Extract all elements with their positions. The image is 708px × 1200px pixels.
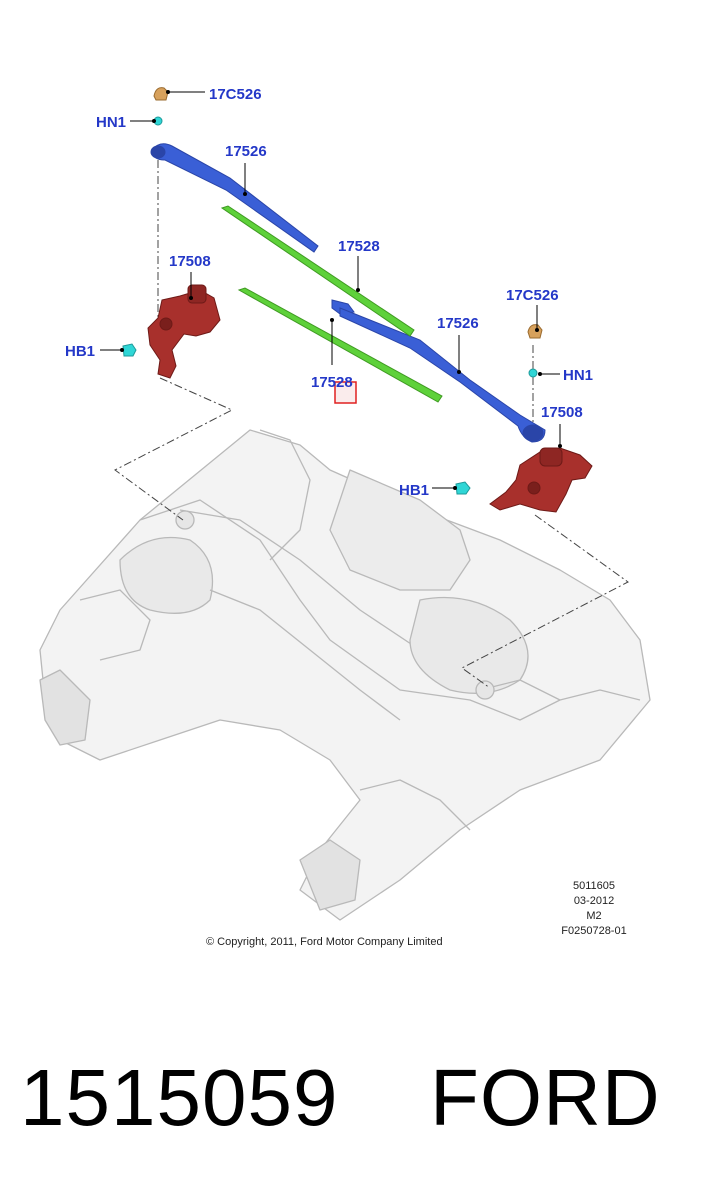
cap-17c526-left	[153, 87, 169, 101]
diagram-meta: 5011605 03-2012 M2 F0250728-01	[552, 879, 636, 939]
leader-dashed-lines	[114, 160, 629, 689]
wiper-arm-upper	[150, 143, 319, 253]
callout-17526-upper: 17526	[225, 143, 267, 160]
callout-17528-upper: 17528	[338, 238, 380, 255]
nut-hn1-right	[528, 368, 538, 378]
callout-hn1-right: HN1	[563, 367, 594, 384]
wiper-arm-right	[331, 299, 546, 443]
callout-hn1-left: HN1	[96, 114, 127, 131]
callout-17c526-left: 17C526	[209, 86, 262, 103]
callout-dots	[120, 90, 562, 490]
callout-hb1-right: HB1	[399, 482, 430, 499]
callout-17508-right: 17508	[541, 404, 583, 421]
parts-diagram	[39, 87, 651, 921]
bolt-hb1-right	[455, 481, 471, 495]
highlight-box	[334, 381, 357, 404]
callout-hb1-left: HB1	[65, 343, 96, 360]
callout-17508-left: 17508	[169, 253, 211, 270]
meta-line-1: 5011605	[572, 880, 615, 892]
cap-17c526-right	[527, 324, 543, 339]
wiper-motor-right	[489, 447, 593, 513]
vehicle-underbody-icon	[39, 429, 651, 921]
copyright-notice: © Copyright, 2011, Ford Motor Company Li…	[206, 936, 443, 948]
meta-line-3: M2	[586, 910, 602, 922]
callout-17526-right: 17526	[437, 315, 479, 332]
part-number: 1515059	[20, 1053, 339, 1142]
callout-leaders	[100, 91, 561, 489]
callout-17528-lower: 17528	[311, 374, 353, 391]
brand-name: FORD	[430, 1053, 661, 1142]
meta-line-4: F0250728-01	[561, 925, 627, 937]
callout-17c526-right: 17C526	[506, 287, 559, 304]
wiper-motor-left	[147, 284, 221, 379]
bolt-hb1-left	[122, 343, 137, 357]
meta-line-2: 03-2012	[573, 895, 615, 907]
wiper-blades	[220, 205, 443, 403]
